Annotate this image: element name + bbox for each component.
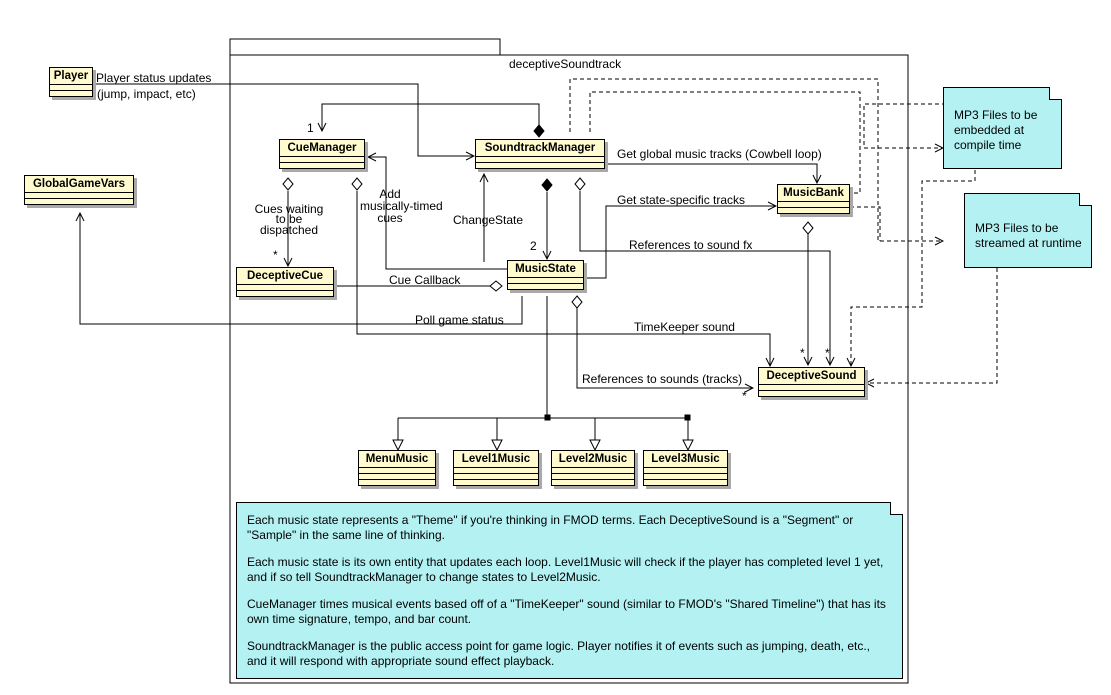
label-cue-callback: Cue Callback (389, 273, 461, 287)
label-cues-waiting-2: to be (275, 212, 303, 226)
class-deceptive-cue[interactable]: DeceptiveCue (236, 267, 334, 297)
edge-dash-sm-top2 (589, 91, 861, 194)
note-mp3-streamed: MP3 Files to be streamed at runtime (964, 193, 1092, 268)
label-add-cues-3: cues (377, 211, 403, 225)
multiplicity-sound-bottom: * (742, 389, 747, 403)
multiplicity-music-state: 2 (530, 239, 537, 253)
label-global-tracks: Get global music tracks (Cowbell loop) (617, 147, 822, 161)
class-level2-music[interactable]: Level2Music (551, 450, 635, 486)
edge-sound-fx (579, 191, 830, 365)
class-menu-music[interactable]: MenuMusic (358, 450, 436, 486)
class-global-game-vars[interactable]: GlobalGameVars (24, 175, 134, 205)
label-timekeeper-sound: TimeKeeper sound (634, 320, 735, 334)
class-deceptive-sound-name: DeceptiveSound (759, 368, 864, 385)
aggregation-diamond-musicbank (802, 221, 814, 235)
package-name: deceptiveSoundtrack (509, 57, 622, 71)
class-soundtrack-manager[interactable]: SoundtrackManager (475, 139, 605, 169)
label-poll-game-status: Poll game status (415, 313, 504, 327)
label-change-state: ChangeState (453, 213, 524, 227)
class-level3-music-name: Level3Music (644, 451, 727, 468)
note-mp3-streamed-text: MP3 Files to be streamed at runtime (975, 221, 1082, 250)
aggregation-diamond-musicstate-left (489, 280, 503, 292)
edge-dash-bank-note2 (850, 206, 881, 241)
class-level3-music[interactable]: Level3Music (643, 450, 728, 486)
class-soundtrack-manager-name: SoundtrackManager (476, 140, 604, 157)
label-sound-fx-refs: References to sound fx (629, 238, 753, 252)
aggregation-diamond-cuemanager-right (351, 177, 363, 191)
edge-sm-cuemanager (322, 103, 540, 131)
edge-timekeeper (356, 191, 770, 366)
class-deceptive-cue-name: DeceptiveCue (237, 268, 333, 285)
note-description-paragraph-2: Each music state is its own entity that … (247, 555, 884, 584)
class-level1-music[interactable]: Level1Music (453, 450, 539, 486)
note-description-paragraph-1: Each music state represents a "Theme" if… (247, 513, 854, 542)
edge-dash-sm-top1 (569, 78, 943, 241)
label-add-cues-1: Add (379, 187, 401, 201)
note-fold-corner (1079, 193, 1092, 206)
edge-dash-note1-sound (851, 170, 976, 366)
edge-state-tracks (584, 206, 776, 279)
class-deceptive-sound[interactable]: DeceptiveSound (758, 367, 865, 397)
note-mp3-embedded-text: MP3 Files to be embedded at compile time (954, 108, 1038, 152)
edge-add-cues (368, 157, 507, 270)
label-state-tracks: Get state-specific tracks (617, 193, 746, 207)
class-music-state-name: MusicState (508, 261, 583, 278)
edge-dash-note2-sound (866, 268, 998, 383)
class-cue-manager-name: CueManager (280, 140, 364, 157)
junction-square-2 (684, 414, 691, 421)
label-sound-track-refs: References to sounds (tracks) (582, 372, 743, 386)
edge-global-tracks (605, 163, 817, 183)
class-music-state[interactable]: MusicState (507, 260, 584, 290)
class-menu-music-name: MenuMusic (359, 451, 435, 468)
label-cues-waiting-3: dispatched (259, 223, 319, 237)
multiplicity-deceptive-cue: * (273, 248, 278, 262)
label-player-updates-1: Player status updates (96, 71, 212, 85)
class-music-bank-name: MusicBank (778, 185, 849, 202)
junction-square-1 (544, 414, 551, 421)
note-description: Each music state represents a "Theme" if… (236, 502, 903, 679)
aggregation-diamond-musicstate-bottom (571, 295, 583, 309)
note-fold-corner (890, 502, 903, 515)
package-frame (229, 38, 909, 684)
class-cue-manager[interactable]: CueManager (279, 139, 365, 169)
edge-poll (80, 213, 523, 325)
multiplicity-sound-mid: * (825, 346, 830, 360)
aggregation-diamond-cuemanager-left (282, 177, 294, 191)
note-mp3-embedded: MP3 Files to be embedded at compile time (943, 87, 1062, 169)
composition-diamond-sm-bottom (541, 178, 553, 192)
class-music-bank[interactable]: MusicBank (777, 184, 850, 214)
class-player[interactable]: Player (49, 67, 93, 97)
edge-sound-tracks (576, 307, 753, 388)
aggregation-diamond-sm (574, 177, 586, 191)
composition-diamond-sm-top (533, 124, 545, 138)
note-fold-corner (1049, 87, 1062, 100)
note-description-paragraph-4: SoundtrackManager is the public access p… (247, 639, 870, 668)
multiplicity-sound-left: * (800, 346, 805, 360)
note-description-paragraph-3: CueManager times musical events based of… (247, 597, 886, 626)
label-player-updates-2: (jump, impact, etc) (97, 87, 196, 101)
multiplicity-cue-manager: 1 (307, 121, 314, 135)
label-cues-waiting-1: Cues waiting (254, 202, 324, 216)
edge-player-status (92, 83, 474, 156)
label-add-cues-2: musically-timed (360, 199, 443, 213)
class-global-game-vars-name: GlobalGameVars (25, 176, 133, 193)
class-level1-music-name: Level1Music (454, 451, 538, 468)
class-player-name: Player (50, 68, 92, 85)
class-level2-music-name: Level2Music (552, 451, 634, 468)
